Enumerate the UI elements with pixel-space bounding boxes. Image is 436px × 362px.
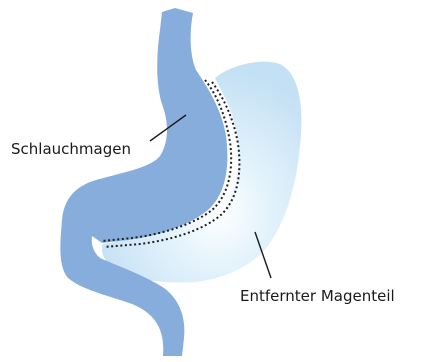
sleeve-stomach-label: Schlauchmagen: [11, 142, 131, 157]
sleeve-stomach: [60, 8, 227, 356]
removed-stomach-label: Entfernter Magenteil: [240, 289, 395, 304]
